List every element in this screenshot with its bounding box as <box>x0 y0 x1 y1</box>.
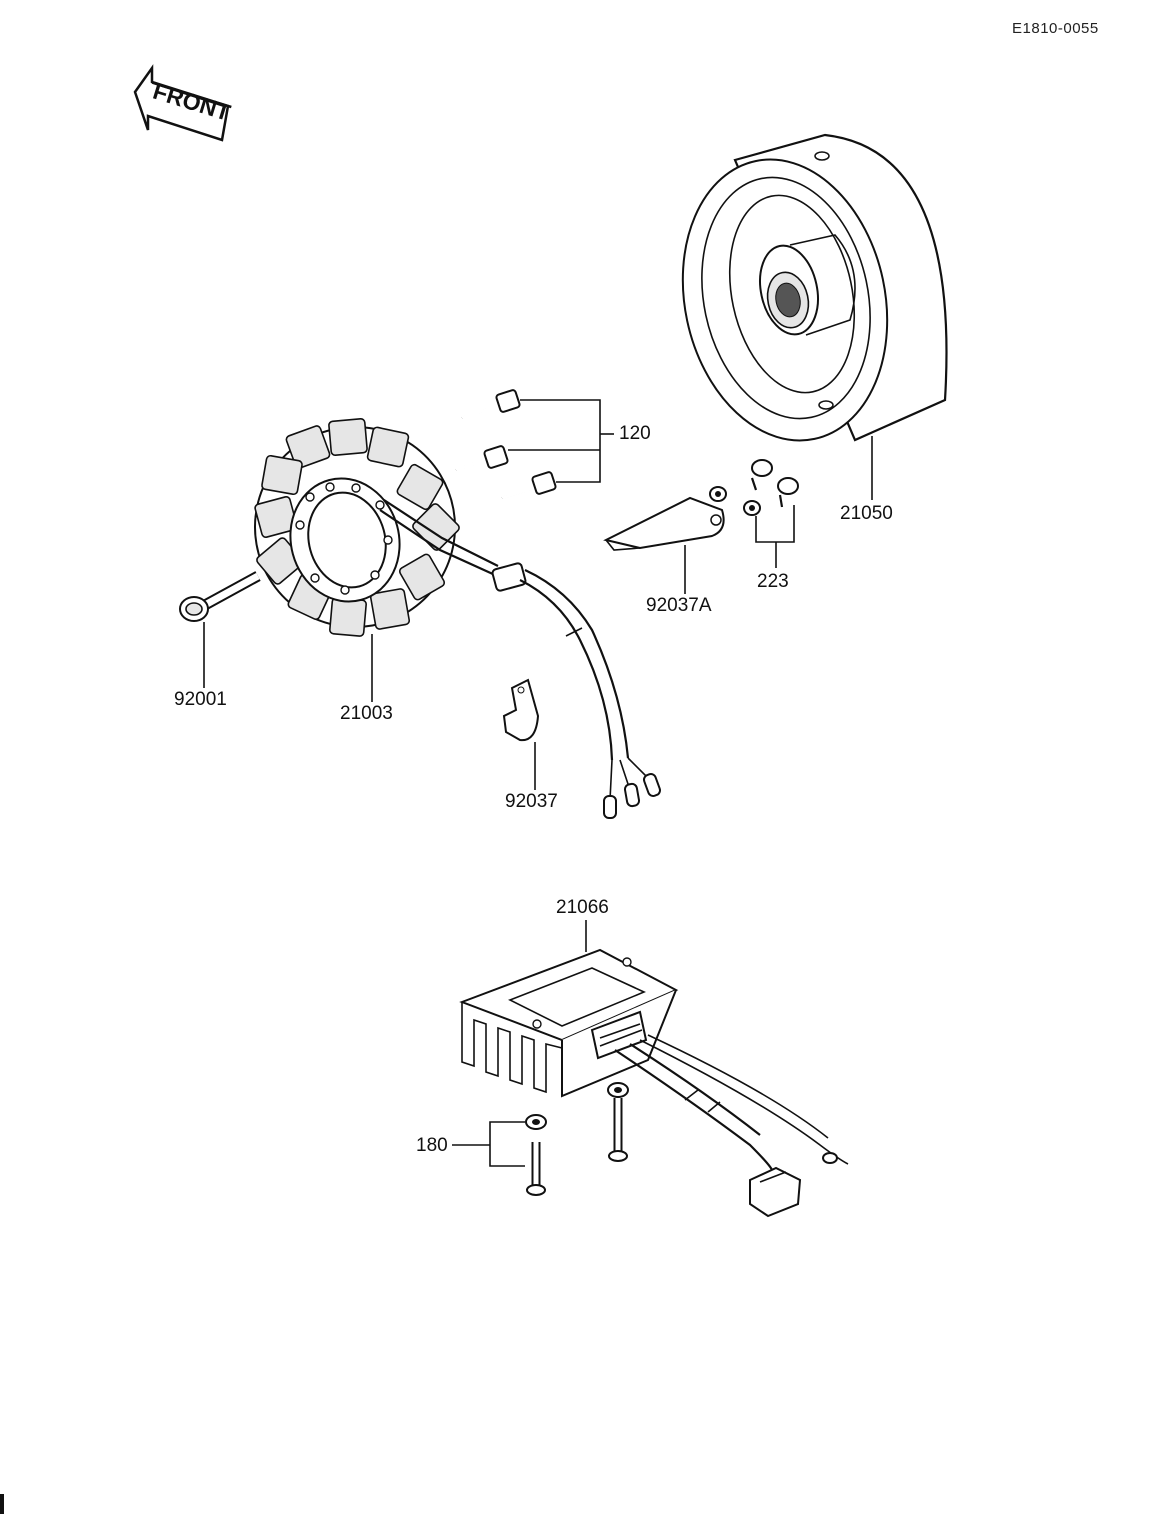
bolt-180 <box>525 1082 629 1196</box>
bracket-92037a <box>603 486 727 551</box>
regulator-rectifier <box>459 948 849 1218</box>
clamp-92037 <box>502 678 540 742</box>
rotor-flywheel <box>681 133 948 442</box>
callout-21050: 21050 <box>840 503 893 524</box>
screw-223 <box>743 459 799 516</box>
callout-92037a: 92037A <box>646 595 712 616</box>
leader-223 <box>755 505 795 543</box>
leader-180 <box>489 1121 525 1167</box>
bolt-92001 <box>179 571 261 622</box>
callout-21066: 21066 <box>556 897 609 918</box>
bolt-120 <box>455 389 557 500</box>
edge-mark <box>0 1494 4 1514</box>
callout-92001: 92001 <box>174 689 227 710</box>
front-arrow-icon: FRONT <box>133 64 233 142</box>
callout-180: 180 <box>416 1135 448 1156</box>
leader-120 <box>508 399 614 483</box>
drawing-code: E1810-0055 <box>1012 20 1099 37</box>
callout-120: 120 <box>619 423 651 444</box>
callout-21003: 21003 <box>340 703 393 724</box>
callout-223: 223 <box>757 571 789 592</box>
callout-92037: 92037 <box>505 791 558 812</box>
stator-coil <box>254 418 661 819</box>
